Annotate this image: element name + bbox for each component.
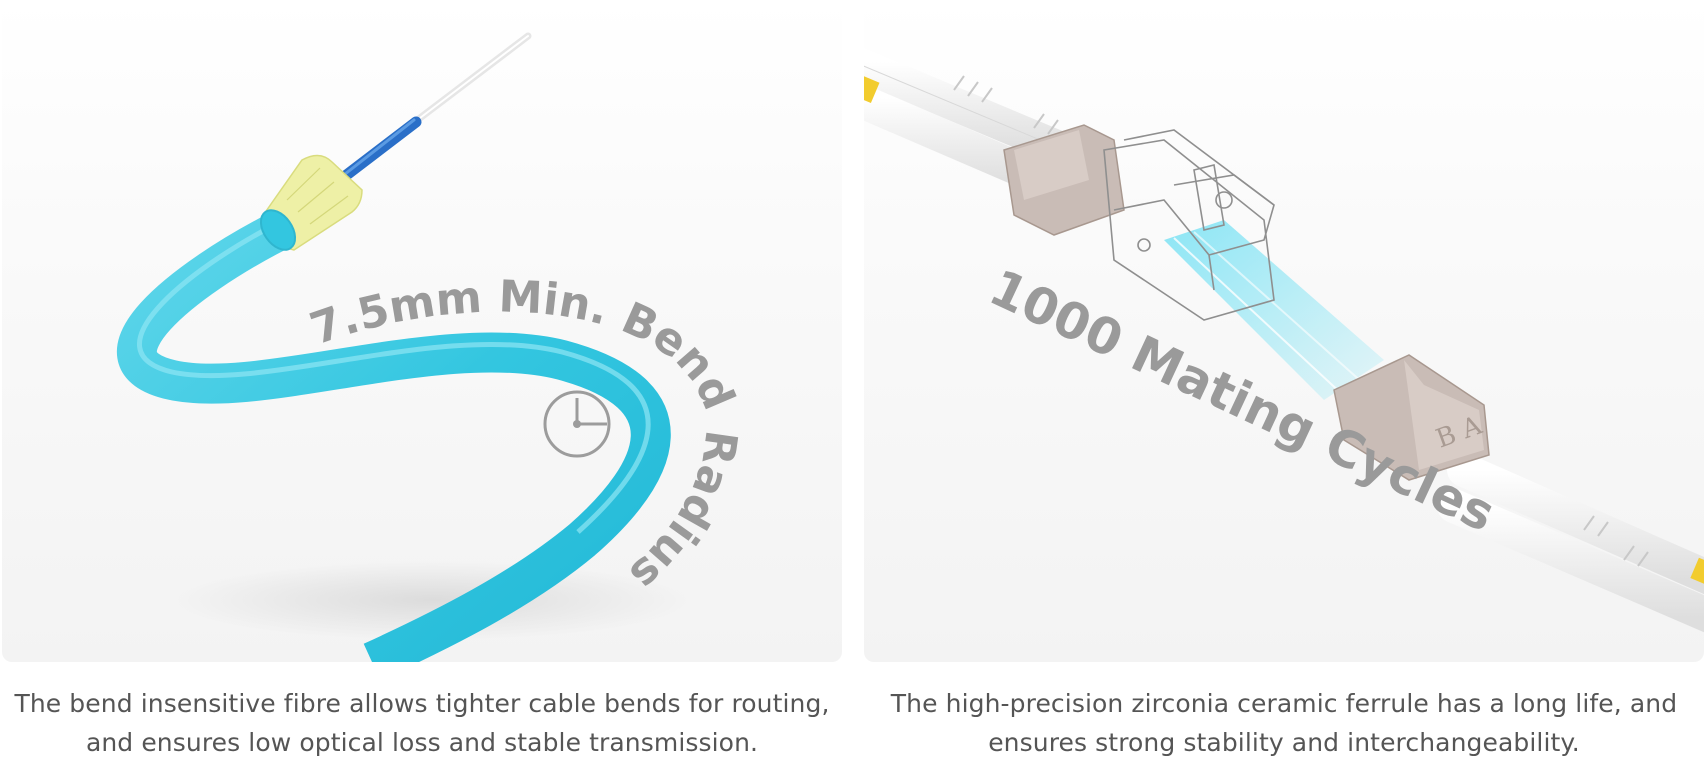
right-lc-connector: B A: [1333, 354, 1490, 481]
buffer-coating: [334, 116, 422, 186]
left-lc-connector: [1003, 124, 1125, 236]
ferrule-caption: The high-precision zirconia ceramic ferr…: [864, 684, 1704, 762]
bend-caption: The bend insensitive fibre allows tighte…: [2, 684, 842, 762]
bend-radius-label: 7.5mm Min. Bend Radius: [304, 271, 747, 600]
transparent-adapter: [1103, 129, 1275, 321]
bend-radius-image: 7.5mm Min. Bend Radius: [2, 0, 842, 662]
ferrule-caption-line-2: ensures strong stability and interchange…: [988, 728, 1580, 757]
bend-caption-line-1: The bend insensitive fibre allows tighte…: [14, 689, 830, 718]
connector-illustration: B A 1000 Mating Cycles: [864, 47, 1704, 633]
mating-cycles-image: B A 1000 Mating Cycles: [864, 0, 1704, 662]
ferrule-caption-line-1: The high-precision zirconia ceramic ferr…: [890, 689, 1678, 718]
clock-radius-icon: [543, 390, 611, 458]
light-beam: [1164, 220, 1384, 400]
bend-cable-illustration: 7.5mm Min. Bend Radius: [116, 32, 747, 662]
bend-caption-line-2: and ensures low optical loss and stable …: [85, 728, 759, 757]
right-cables: [1437, 453, 1704, 633]
